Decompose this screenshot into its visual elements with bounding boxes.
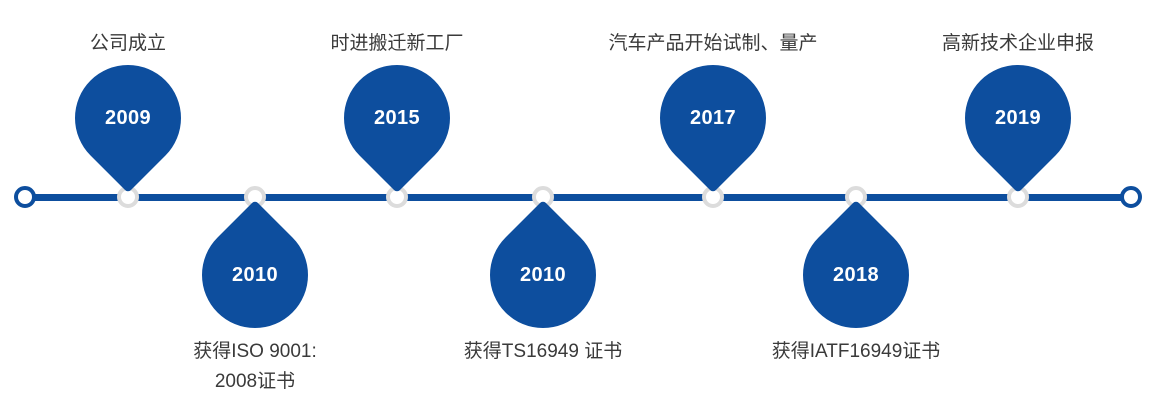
milestone-pin-top[interactable]: 2019 xyxy=(943,43,1093,193)
milestone-year: 2019 xyxy=(994,106,1042,129)
milestone-label: 获得TS16949 证书 xyxy=(463,341,623,362)
milestone-pin-bottom[interactable]: 2010 xyxy=(468,200,618,350)
milestone-label: 公司成立 xyxy=(89,33,167,54)
milestone-label: 汽车产品开始试制、量产 xyxy=(608,33,818,54)
milestone-pin-bottom[interactable]: 2010 xyxy=(180,200,330,350)
milestone-year: 2009 xyxy=(104,106,152,129)
milestone-pin-top[interactable]: 2015 xyxy=(322,43,472,193)
timeline-start-endpoint-icon xyxy=(14,186,36,208)
milestone-year: 2015 xyxy=(373,106,421,129)
timeline-end-endpoint-icon xyxy=(1120,186,1142,208)
timeline-axis-line xyxy=(25,194,1131,201)
milestone-label: 时进搬迁新工厂 xyxy=(330,33,464,54)
milestone-pin-bottom[interactable]: 2018 xyxy=(781,200,931,350)
milestone-year: 2010 xyxy=(231,263,279,286)
milestone-year: 2010 xyxy=(519,263,567,286)
milestone-year: 2017 xyxy=(689,106,737,129)
milestone-year: 2018 xyxy=(832,263,880,286)
milestone-label: 获得ISO 9001: 2008证书 xyxy=(193,341,317,392)
milestone-label: 高新技术企业申报 xyxy=(941,33,1095,54)
milestone-pin-top[interactable]: 2009 xyxy=(53,43,203,193)
milestone-label: 获得IATF16949证书 xyxy=(771,341,941,362)
milestone-pin-top[interactable]: 2017 xyxy=(638,43,788,193)
